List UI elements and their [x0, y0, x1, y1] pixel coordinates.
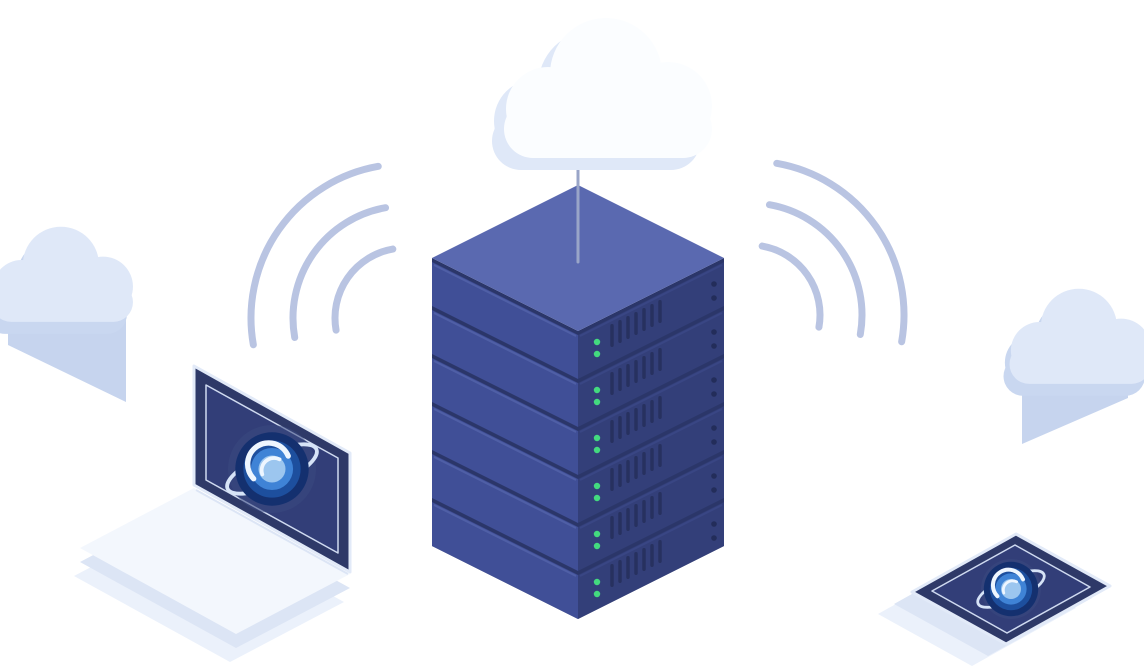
- laptop: [74, 364, 352, 662]
- wifi-arc-middle: [765, 201, 866, 338]
- wifi-signal-left: [247, 162, 397, 349]
- wifi-arc-outer: [247, 162, 382, 349]
- wifi-signal-right: [758, 159, 908, 346]
- cloud-main: [492, 18, 712, 170]
- cloud-left: [0, 226, 133, 402]
- tablet: [878, 532, 1112, 666]
- wifi-arc-inner: [758, 242, 824, 331]
- cloud-main-body: [504, 18, 712, 158]
- cloud-left-body: [0, 226, 133, 322]
- wifi-arc-outer: [773, 159, 908, 346]
- laptop-base: [80, 488, 350, 634]
- wifi-arc-inner: [331, 245, 397, 334]
- wifi-arc-middle: [289, 204, 390, 341]
- laptop-hinge-line: [195, 489, 349, 575]
- cloud-right: [1003, 288, 1144, 444]
- cloud-right-body: [1009, 288, 1144, 384]
